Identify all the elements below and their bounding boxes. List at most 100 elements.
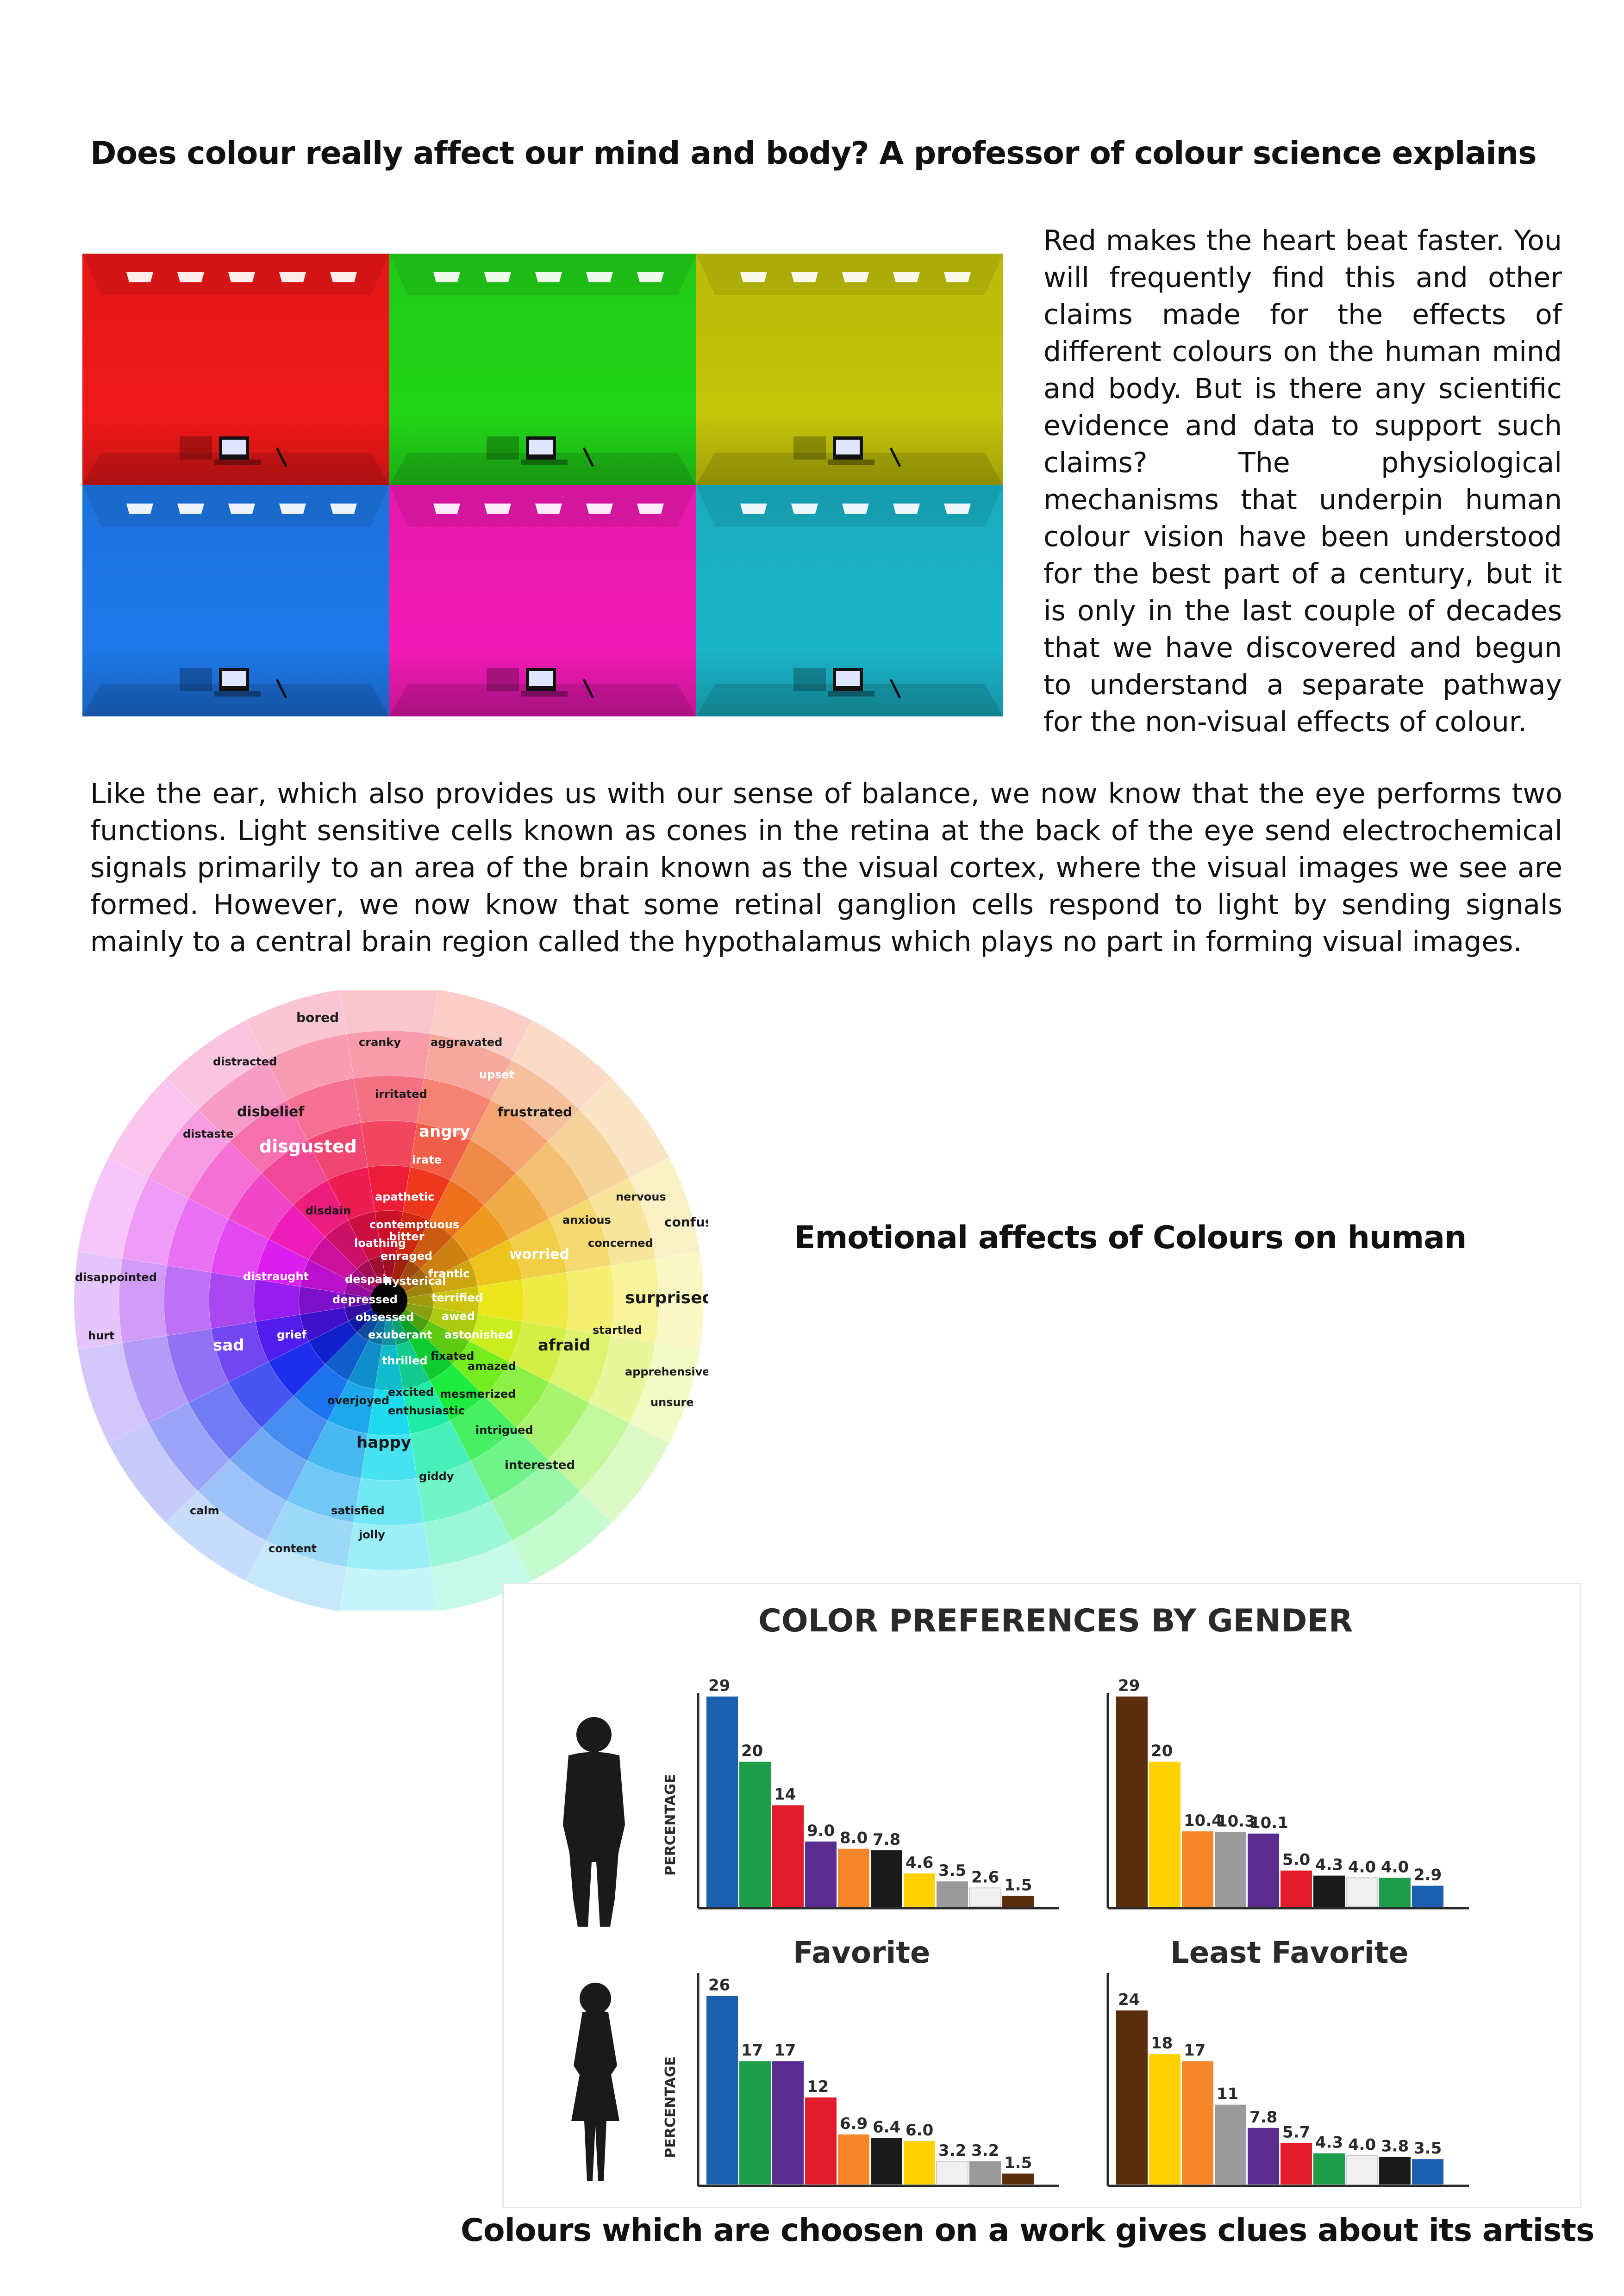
wheel-segment xyxy=(254,1279,300,1322)
emotion-word: disgusted xyxy=(259,1136,357,1157)
emotion-word: satisfied xyxy=(331,1504,385,1517)
emotion-word: astonished xyxy=(444,1328,513,1341)
wheel-segment xyxy=(522,1272,569,1329)
room-photo xyxy=(389,254,696,485)
bar-value-label: 4.0 xyxy=(1348,1858,1376,1876)
emotion-word: fixated xyxy=(431,1350,474,1363)
emotion-word: distraught xyxy=(243,1270,309,1283)
emotion-word: enraged xyxy=(381,1250,432,1263)
room-photo xyxy=(82,254,389,485)
emotion-word: jolly xyxy=(358,1528,385,1541)
bar xyxy=(969,1887,1001,1907)
bar-value-label: 9.0 xyxy=(807,1822,835,1840)
bar xyxy=(1149,2054,1181,2184)
bar-value-label: 3.5 xyxy=(938,1861,966,1880)
emotion-word: distracted xyxy=(213,1055,277,1068)
room-photo xyxy=(696,254,1003,485)
wheel-segment xyxy=(339,1567,438,1616)
emotion-word: depressed xyxy=(332,1293,398,1306)
bar-value-label: 4.6 xyxy=(906,1854,933,1872)
female-silhouette-icon xyxy=(571,1983,619,2181)
bar xyxy=(805,1842,837,1907)
emotion-word: bored xyxy=(296,1010,339,1025)
emotion-word: frustrated xyxy=(498,1104,572,1120)
bar-value-label: 26 xyxy=(708,1976,730,1995)
bar-value-label: 17 xyxy=(1184,2041,1206,2060)
room-photo xyxy=(389,485,696,716)
emotion-word: mesmerized xyxy=(440,1388,516,1400)
emotion-word: excited xyxy=(388,1386,434,1399)
body-paragraph: Like the ear, which also provides us wit… xyxy=(90,778,1562,958)
bar-value-label: 4.3 xyxy=(1315,2134,1343,2152)
wheel-segment xyxy=(360,1120,418,1168)
bar-value-label: 1.5 xyxy=(1004,1876,1032,1895)
bar xyxy=(1116,2010,1148,2184)
emotion-word: nervous xyxy=(616,1190,666,1203)
intro-paragraph: Red makes the heart beat faster. You wil… xyxy=(1043,224,1562,738)
bar xyxy=(1379,1878,1411,1907)
bar xyxy=(936,2160,968,2185)
bar-value-label: 17 xyxy=(741,2041,763,2060)
room-photo xyxy=(82,485,389,716)
bar xyxy=(805,2097,837,2184)
bar-value-label: 4.0 xyxy=(1348,2135,1376,2154)
emotion-word: despair xyxy=(345,1273,392,1286)
emotion-word: hurt xyxy=(88,1329,114,1342)
bar xyxy=(1313,2153,1345,2184)
emotion-word: apathetic xyxy=(375,1190,434,1203)
emotion-word: angry xyxy=(419,1122,470,1141)
emotion-word: afraid xyxy=(538,1336,590,1355)
chart-caption: Colours which are choosen on a work give… xyxy=(461,2212,1594,2249)
bar xyxy=(1346,1877,1378,1907)
emotion-word: exuberant xyxy=(368,1328,432,1341)
emotion-word: disdain xyxy=(306,1204,351,1217)
bar xyxy=(1215,2104,1246,2184)
emotion-word: surprised xyxy=(625,1288,708,1307)
emotion-word: irritated xyxy=(375,1088,427,1101)
emotion-word: cranky xyxy=(359,1036,401,1049)
bar xyxy=(871,1850,902,1907)
colored-rooms-grid xyxy=(82,254,1003,716)
bar-value-label: 6.9 xyxy=(840,2115,868,2133)
wheel-segment xyxy=(367,1165,411,1212)
bar xyxy=(1379,2157,1411,2184)
emotion-word: distaste xyxy=(183,1127,233,1140)
wheel-segments xyxy=(74,985,704,1616)
bar-value-label: 2.9 xyxy=(1414,1866,1442,1885)
bar xyxy=(871,2138,902,2184)
bar-value-label: 20 xyxy=(741,1742,763,1761)
bar xyxy=(1280,2143,1312,2184)
emotion-word: aggravated xyxy=(431,1036,502,1049)
emotion-word: thrilled xyxy=(382,1354,428,1367)
wheel-segment xyxy=(353,1478,425,1526)
emotion-word: overjoyed xyxy=(327,1394,389,1407)
bar xyxy=(772,1805,804,1907)
emotion-word: worried xyxy=(509,1246,569,1263)
bar-value-label: 5.7 xyxy=(1282,2123,1310,2142)
bar-value-label: 20 xyxy=(1151,1742,1173,1761)
emotion-word: unsure xyxy=(650,1396,694,1409)
bar-value-label: 24 xyxy=(1118,1991,1140,2009)
bar xyxy=(969,2161,1001,2184)
bar xyxy=(739,2061,771,2184)
bar-value-label: 4.3 xyxy=(1315,1856,1343,1874)
emotion-word: confused xyxy=(664,1214,708,1230)
bar xyxy=(1248,2128,1279,2184)
bar xyxy=(1412,2159,1443,2184)
bar-value-label: 7.8 xyxy=(1249,2108,1277,2127)
bar xyxy=(1182,2061,1213,2184)
emotion-word: irate xyxy=(412,1153,442,1166)
bar-value-label: 6.4 xyxy=(873,2118,900,2137)
bar-value-label: 4.0 xyxy=(1381,1858,1409,1876)
wheel-center xyxy=(370,1282,407,1319)
bar xyxy=(706,1696,738,1907)
bar-value-label: 14 xyxy=(774,1786,796,1804)
bar-value-label: 17 xyxy=(774,2041,796,2060)
bar xyxy=(1002,1896,1034,1907)
colored-rooms-image xyxy=(82,254,1004,716)
color-preferences-chart: COLOR PREFERENCES BY GENDER Favorite Lea… xyxy=(502,1583,1581,2208)
emotion-word: bitter xyxy=(389,1230,425,1243)
bar-value-label: 12 xyxy=(807,2078,829,2096)
